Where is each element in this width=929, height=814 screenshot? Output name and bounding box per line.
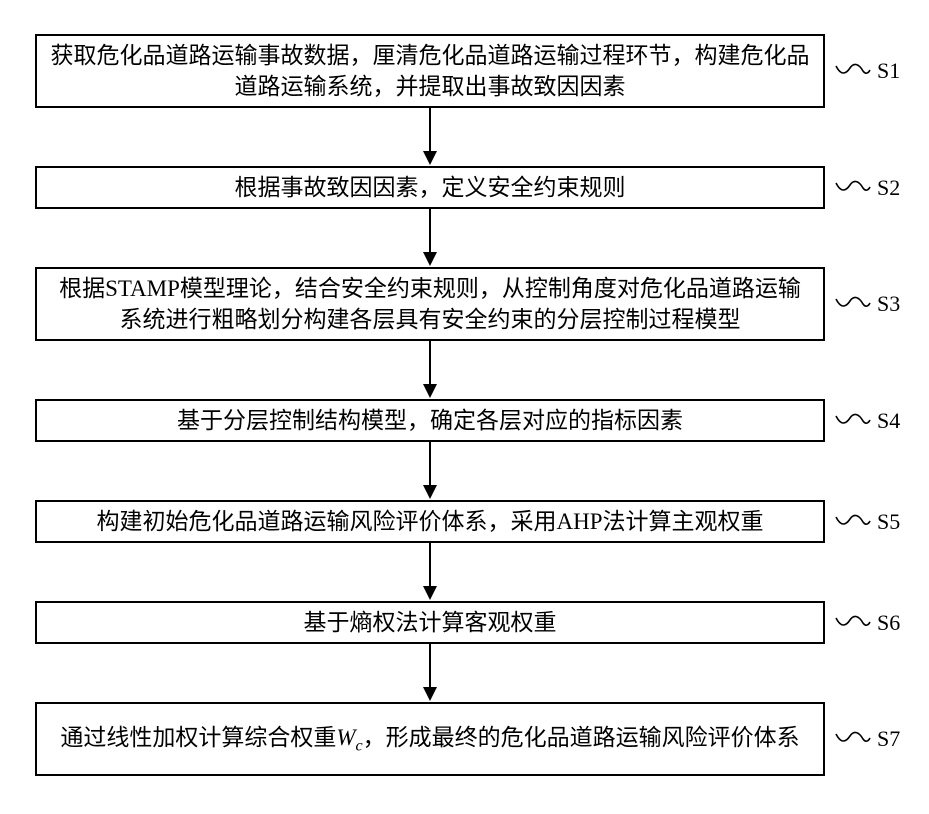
wavy-lead-line-icon (835, 413, 871, 424)
connector-3 (0, 341, 929, 399)
wavy-lead-line-icon (835, 180, 871, 191)
flow-step-row-s3: 根据STAMP模型理论，结合安全约束规则，从控制角度对危化品道路运输系统进行粗略… (0, 267, 929, 342)
arrow-head (423, 384, 437, 399)
wavy-lead-line-icon (835, 732, 871, 743)
label-column: S3 (835, 291, 929, 317)
down-arrow-icon (423, 209, 437, 267)
connector-1 (0, 108, 929, 166)
step-label-s3: S3 (877, 291, 901, 317)
wavy-lead-line-icon (835, 63, 871, 74)
arrow-head (423, 586, 437, 601)
connector-5 (0, 543, 929, 601)
step-text-s1: 获取危化品道路运输事故数据，厘清危化品道路运输过程环节，构建危化品道路运输系统，… (50, 43, 810, 100)
step-text-s4: 基于分层控制结构模型，确定各层对应的指标因素 (177, 408, 683, 434)
arrow-head (423, 687, 437, 702)
arrow-column (35, 543, 825, 601)
step-text-s7: 通过线性加权计算综合权重Wc，形成最终的危化品道路运输风险评价体系 (49, 722, 811, 757)
arrow-column (35, 644, 825, 702)
arrow-column (35, 341, 825, 399)
down-arrow-icon (423, 543, 437, 601)
wavy-lead-line-icon (835, 615, 871, 626)
wavy-lead-line-icon (835, 514, 871, 525)
down-arrow-icon (423, 644, 437, 702)
step-label-s7: S7 (877, 726, 901, 752)
label-column: S4 (835, 408, 929, 434)
flow-step-row-s7: 通过线性加权计算综合权重Wc，形成最终的危化品道路运输风险评价体系 S7 (0, 702, 929, 777)
arrow-line (429, 442, 431, 486)
connector-6 (0, 644, 929, 702)
step-text-s2: 根据事故致因因素，定义安全约束规则 (234, 175, 626, 201)
box-column: 构建初始危化品道路运输风险评价体系，采用AHP法计算主观权重 (35, 500, 825, 544)
box-column: 基于分层控制结构模型，确定各层对应的指标因素 (35, 399, 825, 443)
arrow-column (35, 108, 825, 166)
label-column: S6 (835, 610, 929, 636)
step-text-s3: 根据STAMP模型理论，结合安全约束规则，从控制角度对危化品道路运输系统进行粗略… (59, 276, 801, 333)
step-text-s5: 构建初始危化品道路运输风险评价体系，采用AHP法计算主观权重 (96, 509, 764, 535)
arrow-head (423, 485, 437, 500)
s7-text-suffix: ，形成最终的危化品道路运输风险评价体系 (362, 724, 800, 750)
arrow-line (429, 108, 431, 152)
box-column: 根据STAMP模型理论，结合安全约束规则，从控制角度对危化品道路运输系统进行粗略… (35, 267, 825, 342)
process-box-s3: 根据STAMP模型理论，结合安全约束规则，从控制角度对危化品道路运输系统进行粗略… (35, 267, 825, 342)
label-column: S5 (835, 509, 929, 535)
process-box-s2: 根据事故致因因素，定义安全约束规则 (35, 166, 825, 210)
flow-step-row-s5: 构建初始危化品道路运输风险评价体系，采用AHP法计算主观权重 S5 (0, 500, 929, 544)
box-column: 基于熵权法计算客观权重 (35, 601, 825, 645)
formula-variable-w: W (336, 724, 356, 750)
step-label-s1: S1 (877, 58, 901, 84)
box-column: 根据事故致因因素，定义安全约束规则 (35, 166, 825, 210)
step-label-s6: S6 (877, 609, 901, 635)
arrow-head (423, 252, 437, 267)
arrow-line (429, 543, 431, 587)
down-arrow-icon (423, 108, 437, 166)
connector-2 (0, 209, 929, 267)
down-arrow-icon (423, 442, 437, 500)
process-box-s1: 获取危化品道路运输事故数据，厘清危化品道路运输过程环节，构建危化品道路运输系统，… (35, 34, 825, 109)
wavy-lead-line-icon (835, 296, 871, 308)
arrow-line (429, 341, 431, 385)
step-text-s6: 基于熵权法计算客观权重 (303, 610, 557, 636)
arrow-line (429, 209, 431, 253)
flow-step-row-s2: 根据事故致因因素，定义安全约束规则 S2 (0, 166, 929, 210)
label-column: S7 (835, 726, 929, 752)
s7-text-prefix: 通过线性加权计算综合权重 (60, 724, 337, 750)
formula-subscript-c: c (355, 737, 363, 755)
arrow-column (35, 442, 825, 500)
step-label-s2: S2 (877, 174, 901, 200)
box-column: 获取危化品道路运输事故数据，厘清危化品道路运输过程环节，构建危化品道路运输系统，… (35, 34, 825, 109)
flow-step-row-s1: 获取危化品道路运输事故数据，厘清危化品道路运输过程环节，构建危化品道路运输系统，… (0, 34, 929, 109)
process-box-s7: 通过线性加权计算综合权重Wc，形成最终的危化品道路运输风险评价体系 (35, 702, 825, 777)
label-column: S2 (835, 175, 929, 201)
process-box-s5: 构建初始危化品道路运输风险评价体系，采用AHP法计算主观权重 (35, 500, 825, 544)
flow-step-row-s6: 基于熵权法计算客观权重 S6 (0, 601, 929, 645)
process-box-s6: 基于熵权法计算客观权重 (35, 601, 825, 645)
flow-step-row-s4: 基于分层控制结构模型，确定各层对应的指标因素 S4 (0, 399, 929, 443)
connector-4 (0, 442, 929, 500)
flowchart: 获取危化品道路运输事故数据，厘清危化品道路运输过程环节，构建危化品道路运输系统，… (0, 34, 929, 777)
process-box-s4: 基于分层控制结构模型，确定各层对应的指标因素 (35, 399, 825, 443)
down-arrow-icon (423, 341, 437, 399)
arrow-head (423, 151, 437, 166)
step-label-s5: S5 (877, 508, 901, 534)
arrow-column (35, 209, 825, 267)
step-label-s4: S4 (877, 407, 901, 433)
label-column: S1 (835, 58, 929, 84)
box-column: 通过线性加权计算综合权重Wc，形成最终的危化品道路运输风险评价体系 (35, 702, 825, 777)
arrow-line (429, 644, 431, 688)
